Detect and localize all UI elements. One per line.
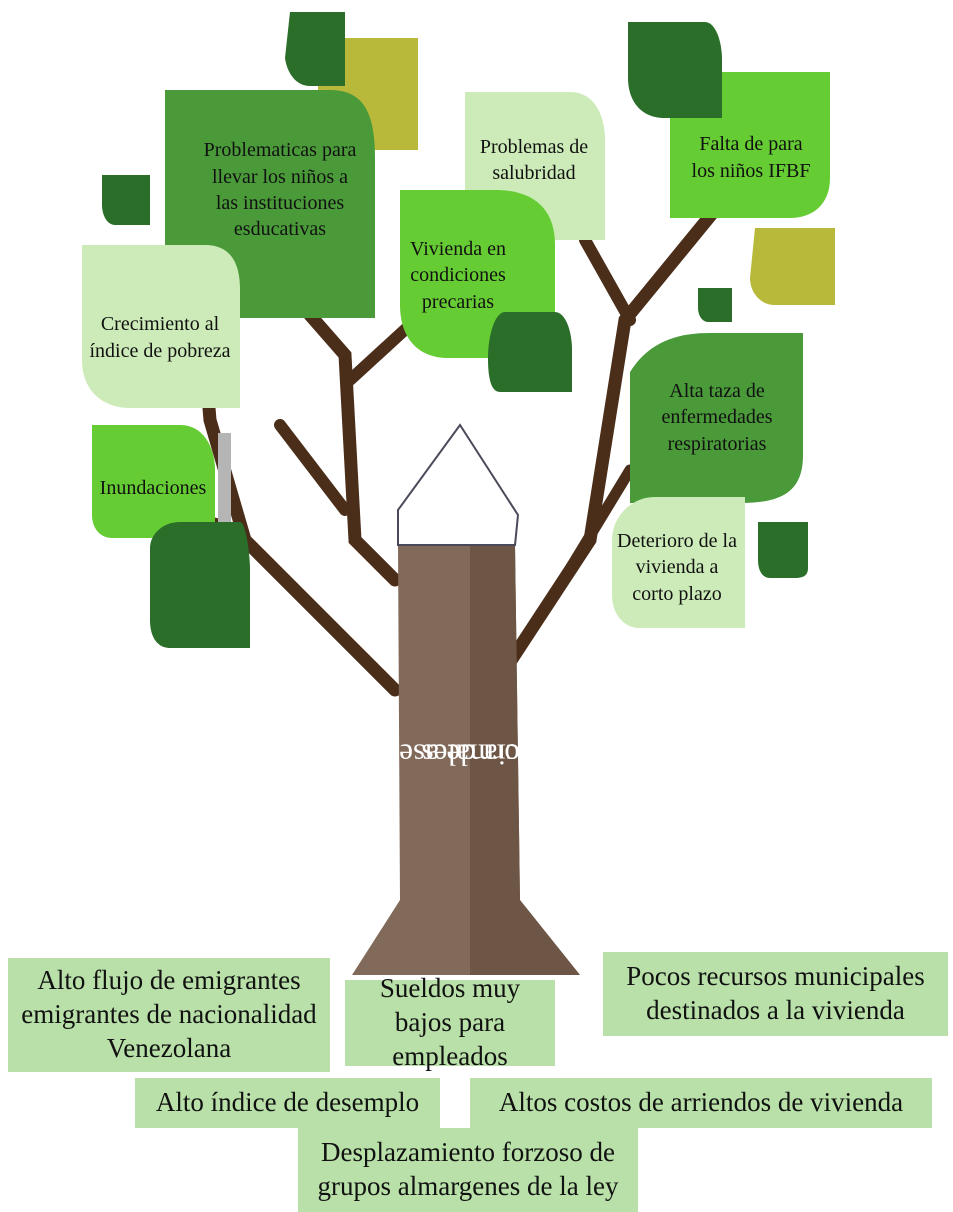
cause-recursos-box: Pocos recursos municipales destinados a … — [603, 952, 948, 1036]
branch-center-left-upper — [344, 319, 416, 386]
leaf-enfermedades — [630, 333, 803, 503]
central-problem-label: Existencia de asentamientos informales — [263, 545, 613, 965]
leaf-dark-top-small — [285, 12, 345, 86]
leaf-dark-lower-left — [150, 522, 250, 648]
effect-enfermedades-text: Alta taza de enfermedades respiratorias — [661, 379, 773, 455]
cause-arriendos-box: Altos costos de arriendos de vivienda — [470, 1078, 932, 1128]
effect-salubridad-text: Problemas de salubridad — [479, 135, 589, 184]
effect-inundaciones-text: Inundaciones — [99, 476, 207, 499]
leaf-deterioro — [612, 497, 745, 628]
leaf-crecimiento — [82, 245, 240, 408]
trunk-cap — [397, 423, 520, 546]
trunk-body — [352, 545, 580, 975]
leaf-dark-top-right — [628, 22, 722, 118]
trunk-shade — [470, 545, 580, 975]
branch-center-left-twig — [274, 419, 351, 516]
cause-desplazamiento-box: Desplazamiento forzoso de grupos almarge… — [298, 1128, 638, 1212]
effect-problematicas-text: Problematicas para llevar los niños a la… — [203, 139, 357, 241]
leaves-main — [82, 72, 830, 628]
cause-sueldos-box: Sueldos muy bajos para empleados — [345, 973, 555, 1071]
effect-deterioro-text: Deterioro de la vivienda a corto plazo — [617, 529, 737, 605]
leaf-inundaciones — [92, 425, 215, 538]
effect-vivienda-precaria-text: Vivienda en condiciones precarias — [410, 237, 506, 313]
effect-crecimiento-text: Crecimiento al índice de pobreza — [89, 313, 231, 362]
leaf-olive-right — [750, 228, 835, 305]
leaf-dark-small-right — [698, 288, 732, 322]
leaves-decor-front — [102, 22, 808, 648]
branch-right-lower — [539, 464, 636, 616]
effect-falta-text: Falta de para los niños IFBF — [691, 133, 811, 182]
leaf-dark-mid — [488, 312, 572, 392]
trunk — [352, 423, 580, 975]
cause-flujo-box: Alto flujo de emigrantes emigrantes de n… — [8, 958, 330, 1072]
leaf-gray-stem-left — [218, 433, 231, 528]
leaf-dark-small-left — [102, 175, 150, 225]
branch-center-left — [303, 308, 402, 587]
branch-right-upper — [579, 234, 636, 326]
leaf-dark-lower-right — [758, 522, 808, 578]
cause-desempleo-box: Alto índice de desemplo — [135, 1078, 440, 1128]
central-problem-line2: informales — [421, 737, 554, 773]
